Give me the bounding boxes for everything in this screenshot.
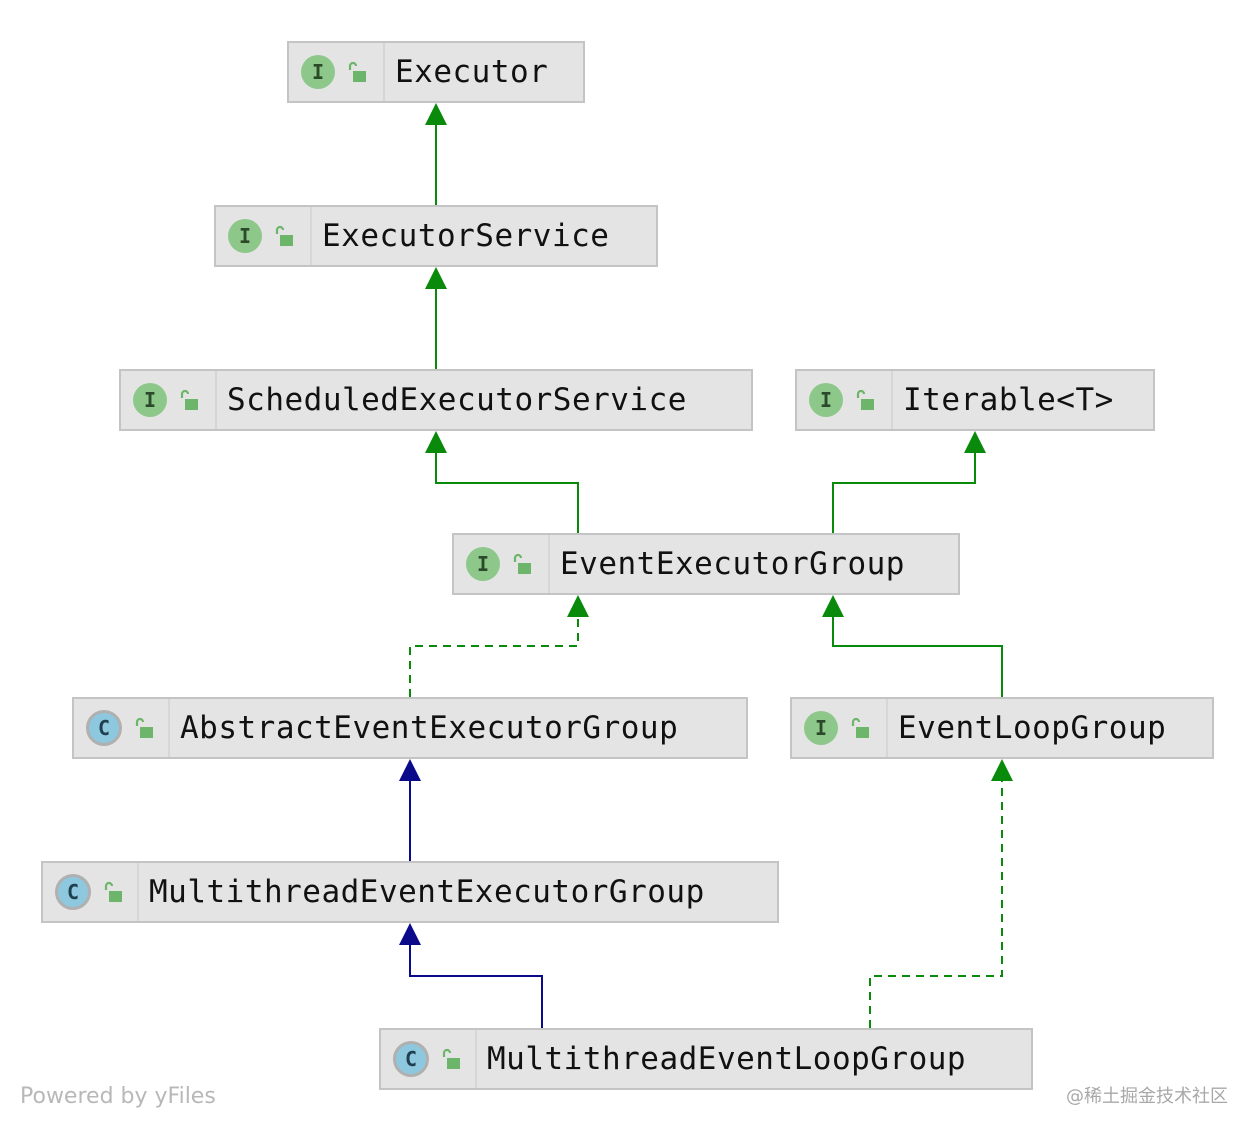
public-unlocked-icon bbox=[348, 61, 366, 82]
edge-line bbox=[832, 453, 976, 533]
public-unlocked-icon bbox=[275, 225, 293, 246]
edge-eventexecutorgroup-to-iterable bbox=[832, 431, 986, 533]
interface-icon: I bbox=[228, 219, 262, 253]
node-icons: I bbox=[797, 371, 893, 429]
node-label: Iterable<T> bbox=[903, 382, 1114, 418]
edge-arrowhead bbox=[425, 431, 447, 453]
edge-executorservice-to-executor bbox=[425, 103, 447, 205]
edge-abstracteventexecutorgroup-to-eventexecutorgroup bbox=[409, 595, 589, 697]
public-unlocked-icon bbox=[135, 717, 153, 738]
node-executor-service[interactable]: I ExecutorService bbox=[214, 205, 658, 267]
powered-by-text: Powered by yFiles bbox=[20, 1084, 216, 1109]
abstract-class-icon: C bbox=[86, 710, 122, 746]
interface-icon: I bbox=[466, 547, 500, 581]
watermark-text: @稀土掘金技术社区 bbox=[1066, 1086, 1228, 1107]
node-label: MultithreadEventLoopGroup bbox=[487, 1041, 967, 1077]
node-icons: I bbox=[792, 699, 888, 757]
node-label: MultithreadEventExecutorGroup bbox=[149, 874, 705, 910]
public-unlocked-icon bbox=[104, 881, 122, 902]
node-label: EventLoopGroup bbox=[898, 710, 1167, 746]
edge-arrowhead bbox=[822, 595, 844, 617]
interface-icon: I bbox=[133, 383, 167, 417]
edge-eventloopgroup-to-eventexecutorgroup bbox=[822, 595, 1003, 697]
abstract-class-icon: C bbox=[55, 874, 91, 910]
node-icons: C bbox=[43, 863, 139, 921]
edge-arrowhead bbox=[399, 923, 421, 945]
node-icons: I bbox=[216, 207, 312, 265]
edge-scheduledexecutorservice-to-executorservice bbox=[425, 267, 447, 369]
edge-arrowhead bbox=[991, 759, 1013, 781]
edge-arrowhead bbox=[964, 431, 986, 453]
node-icons: I bbox=[454, 535, 550, 593]
edge-arrowhead bbox=[399, 759, 421, 781]
interface-icon: I bbox=[301, 55, 335, 89]
edge-eventexecutorgroup-to-scheduledexecutorservice bbox=[425, 431, 579, 533]
edge-line bbox=[435, 453, 579, 533]
node-icons: C bbox=[381, 1030, 477, 1088]
node-icons: I bbox=[121, 371, 217, 429]
edge-line bbox=[832, 617, 1003, 697]
edge-line bbox=[409, 945, 543, 1028]
node-scheduled-executor-service[interactable]: I ScheduledExecutorService bbox=[119, 369, 753, 431]
node-multithread-event-loop-group[interactable]: C MultithreadEventLoopGroup bbox=[379, 1028, 1033, 1090]
edge-arrowhead bbox=[425, 267, 447, 289]
abstract-class-icon: C bbox=[393, 1041, 429, 1077]
node-label: AbstractEventExecutorGroup bbox=[180, 710, 679, 746]
node-iterable[interactable]: I Iterable<T> bbox=[795, 369, 1155, 431]
node-icons: I bbox=[289, 43, 385, 101]
edge-arrowhead bbox=[425, 103, 447, 125]
public-unlocked-icon bbox=[442, 1048, 460, 1069]
public-unlocked-icon bbox=[513, 553, 531, 574]
interface-icon: I bbox=[809, 383, 843, 417]
node-label: ExecutorService bbox=[322, 218, 610, 254]
public-unlocked-icon bbox=[856, 389, 874, 410]
node-icons: C bbox=[74, 699, 170, 757]
node-label: EventExecutorGroup bbox=[560, 546, 905, 582]
node-event-loop-group[interactable]: I EventLoopGroup bbox=[790, 697, 1214, 759]
node-label: Executor bbox=[395, 54, 549, 90]
edge-multithreadeventexecutorgroup-to-abstracteventexecutorgroup bbox=[399, 759, 421, 861]
edge-arrowhead bbox=[567, 595, 589, 617]
interface-icon: I bbox=[804, 711, 838, 745]
edge-line bbox=[869, 781, 1003, 1028]
node-multithread-event-executor-group[interactable]: C MultithreadEventExecutorGroup bbox=[41, 861, 779, 923]
edge-line bbox=[409, 617, 579, 697]
node-abstract-event-executor-group[interactable]: C AbstractEventExecutorGroup bbox=[72, 697, 748, 759]
public-unlocked-icon bbox=[851, 717, 869, 738]
edge-multithreadeventloopgroup-to-multithreadeventexecutorgroup bbox=[399, 923, 543, 1028]
node-label: ScheduledExecutorService bbox=[227, 382, 687, 418]
node-event-executor-group[interactable]: I EventExecutorGroup bbox=[452, 533, 960, 595]
public-unlocked-icon bbox=[180, 389, 198, 410]
edge-multithreadeventloopgroup-to-eventloopgroup bbox=[869, 759, 1013, 1028]
node-executor[interactable]: I Executor bbox=[287, 41, 585, 103]
